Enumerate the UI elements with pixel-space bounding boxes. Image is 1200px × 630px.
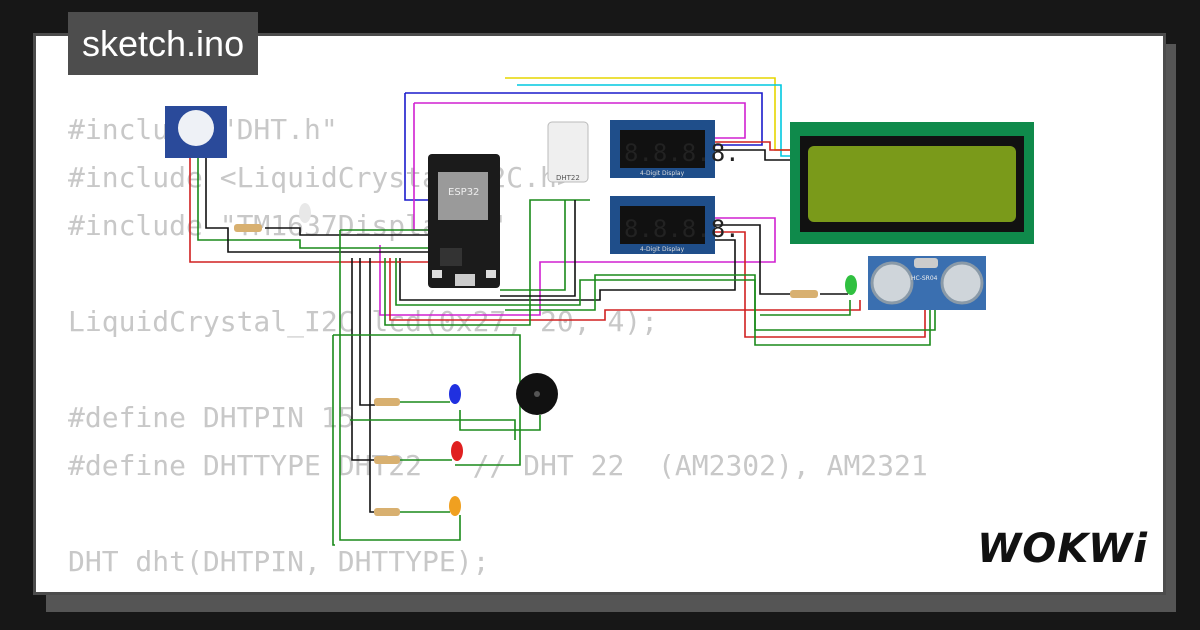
esp32-label: ESP32 xyxy=(448,187,479,198)
lcd-module xyxy=(790,122,1034,244)
seven-segment-display: 8.8.8.8. 4-Digit Display xyxy=(610,120,740,178)
led-white xyxy=(299,203,311,223)
resistor xyxy=(374,508,400,516)
led-green xyxy=(845,275,857,295)
esp32-board: ESP32 xyxy=(428,154,500,288)
pir-sensor xyxy=(165,106,227,158)
file-tab: sketch.ino xyxy=(68,12,259,75)
led-orange xyxy=(449,496,461,516)
display-2-label: 4-Digit Display xyxy=(640,246,685,253)
dht22-label: DHT22 xyxy=(556,174,580,182)
display-1-label: 4-Digit Display xyxy=(640,170,685,177)
code-line: #define DHTTYPE DHT22 // DHT 22 (AM2302)… xyxy=(68,449,928,482)
seven-segment-display: 8.8.8.8. 4-Digit Display xyxy=(610,196,740,254)
code-line: LiquidCrystal_I2C lcd(0x27, 20, 4); xyxy=(68,305,659,338)
buzzer xyxy=(516,373,558,415)
wokwi-logo: WOKWi xyxy=(977,526,1148,572)
resistor xyxy=(374,398,400,406)
sonar-label: HC-SR04 xyxy=(911,275,938,282)
resistor xyxy=(234,224,262,232)
ultrasonic-sensor: HC-SR04 xyxy=(868,256,986,310)
display-1-digits: 8.8.8.8. xyxy=(624,139,740,167)
code-line: DHT dht(DHTPIN, DHTTYPE); xyxy=(68,545,490,578)
code-line: #include <LiquidCrystal_I2C.h> xyxy=(68,161,574,194)
code-line: #define DHTPIN 15 xyxy=(68,401,355,434)
resistor xyxy=(790,290,818,298)
display-2-digits: 8.8.8.8. xyxy=(624,215,740,243)
resistor xyxy=(374,456,400,464)
led-blue xyxy=(449,384,461,404)
dht22-sensor: DHT22 xyxy=(547,121,589,183)
led-red xyxy=(451,441,463,461)
